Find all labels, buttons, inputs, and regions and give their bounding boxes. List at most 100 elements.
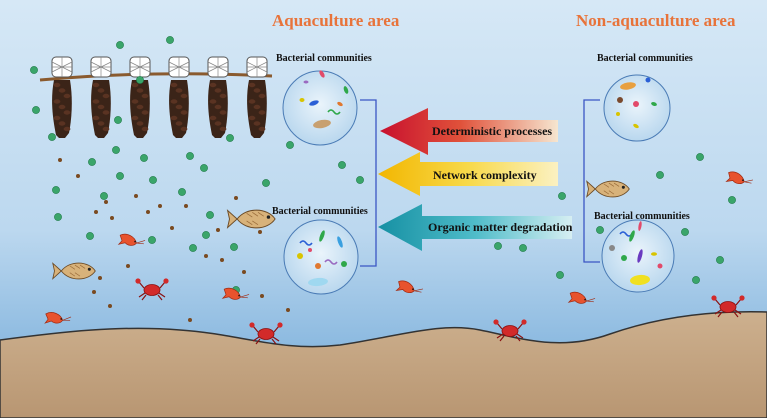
particle-icon xyxy=(140,154,148,162)
bacteria-icon xyxy=(337,236,343,248)
bracket-non-aquaculture xyxy=(583,99,600,263)
mussel-rope-icon xyxy=(129,56,151,138)
particle-icon xyxy=(98,276,102,280)
bacteria-icon xyxy=(616,112,620,116)
bacteria-icon xyxy=(299,240,313,246)
community-label-non-top: Bacterial communities xyxy=(597,53,693,64)
bracket-aquaculture xyxy=(360,99,377,267)
bacteria-icon xyxy=(324,259,338,265)
shrimp-icon xyxy=(44,312,72,324)
mussel-rope-icon xyxy=(207,56,229,138)
bacteria-icon xyxy=(629,230,635,242)
bacteria-circle-aq-top xyxy=(282,70,358,146)
particle-icon xyxy=(104,200,108,204)
particle-icon xyxy=(338,161,346,169)
community-label-non-bottom: Bacterial communities xyxy=(594,211,690,222)
arrow-label-network: Network complexity xyxy=(433,168,537,182)
crab-icon xyxy=(249,322,283,345)
shrimp-icon xyxy=(567,291,596,304)
bacteria-icon xyxy=(315,263,321,269)
crab-icon xyxy=(493,319,527,342)
particle-icon xyxy=(166,36,174,44)
community-label-aq-bottom: Bacterial communities xyxy=(272,206,368,217)
bacteria-icon xyxy=(633,123,639,129)
particle-icon xyxy=(184,204,188,208)
particle-icon xyxy=(52,186,60,194)
particle-icon xyxy=(728,196,736,204)
crab-icon xyxy=(711,295,745,318)
aquaculture-title: Aquaculture area xyxy=(272,11,400,30)
particle-icon xyxy=(178,188,186,196)
particle-icon xyxy=(92,290,96,294)
particle-icon xyxy=(206,211,214,219)
particle-icon xyxy=(136,76,144,84)
particle-icon xyxy=(200,164,208,172)
particle-icon xyxy=(696,153,704,161)
particle-icon xyxy=(148,236,156,244)
bacteria-icon xyxy=(341,261,347,267)
particle-icon xyxy=(258,230,262,234)
particle-icon xyxy=(286,141,294,149)
particle-icon xyxy=(226,134,234,142)
particle-icon xyxy=(204,254,208,258)
particle-icon xyxy=(230,243,238,251)
mussel-rope-icon xyxy=(90,56,112,138)
particle-icon xyxy=(494,242,502,250)
particle-icon xyxy=(158,204,162,208)
particle-icon xyxy=(189,244,197,252)
shrimp-icon xyxy=(221,287,250,300)
particle-icon xyxy=(202,231,210,239)
mussel-rope-icon xyxy=(246,56,268,138)
bacteria-circle-non-top xyxy=(603,74,671,142)
particle-icon xyxy=(220,258,224,262)
sediment xyxy=(0,310,767,418)
particle-icon xyxy=(170,226,174,230)
shrimp-icon xyxy=(117,233,146,246)
bacteria-icon xyxy=(620,82,636,90)
particle-icon xyxy=(116,172,124,180)
particle-icon xyxy=(519,244,527,252)
bacteria-icon xyxy=(651,252,657,256)
particle-icon xyxy=(186,152,194,160)
particle-icon xyxy=(596,226,604,234)
bacteria-icon xyxy=(651,102,657,106)
particle-icon xyxy=(114,116,122,124)
arrow-organic: Organic matter degradation xyxy=(378,204,573,251)
bacteria-icon xyxy=(343,86,349,94)
particle-icon xyxy=(126,264,130,268)
particle-icon xyxy=(88,158,96,166)
arrow-network: Network complexity xyxy=(378,152,558,196)
bacteria-icon xyxy=(637,249,643,263)
shrimp-icon xyxy=(725,171,754,185)
crab-icon xyxy=(135,278,169,301)
shrimp-icon xyxy=(395,280,424,294)
rope-line xyxy=(39,72,273,82)
particle-icon xyxy=(188,318,192,322)
bacteria-icon xyxy=(313,119,331,129)
arrow-label-deterministic: Deterministic processes xyxy=(432,124,552,138)
particles xyxy=(30,36,736,322)
bacteria-icon xyxy=(308,248,312,252)
particle-icon xyxy=(716,256,724,264)
bacteria-icon xyxy=(309,100,319,106)
bacteria-icon xyxy=(657,263,663,269)
mussel-rope-icon xyxy=(51,56,73,138)
particle-icon xyxy=(116,41,124,49)
particle-icon xyxy=(146,210,150,214)
bacteria-icon xyxy=(633,101,639,107)
bacteria-icon xyxy=(630,274,650,286)
particle-icon xyxy=(76,174,80,178)
particle-icon xyxy=(134,194,138,198)
arrow-label-organic: Organic matter degradation xyxy=(428,220,573,234)
particle-icon xyxy=(692,276,700,284)
arrow-deterministic: Deterministic processes xyxy=(380,108,558,155)
fish-icon xyxy=(586,180,630,198)
particle-icon xyxy=(149,176,157,184)
particle-icon xyxy=(356,176,364,184)
particle-icon xyxy=(556,271,564,279)
particle-icon xyxy=(48,133,56,141)
bacteria-icon xyxy=(299,98,305,102)
mussel-culture xyxy=(39,56,273,138)
bacteria-icon xyxy=(308,277,328,287)
particle-icon xyxy=(242,270,246,274)
